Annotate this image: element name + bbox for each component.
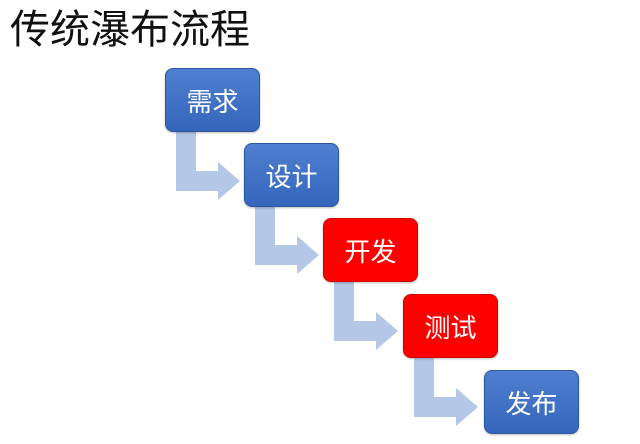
elbow-arrow-icon — [255, 207, 319, 274]
step-requirements: 需求 — [165, 68, 260, 132]
elbow-arrow-icon — [414, 358, 478, 426]
step-development: 开发 — [323, 218, 418, 282]
elbow-arrow-icon — [176, 131, 240, 200]
elbow-arrow-icon — [334, 282, 398, 350]
step-testing: 测试 — [403, 294, 498, 358]
step-release: 发布 — [484, 370, 579, 434]
page-title: 传统瀑布流程 — [10, 7, 250, 53]
step-design: 设计 — [244, 143, 339, 207]
